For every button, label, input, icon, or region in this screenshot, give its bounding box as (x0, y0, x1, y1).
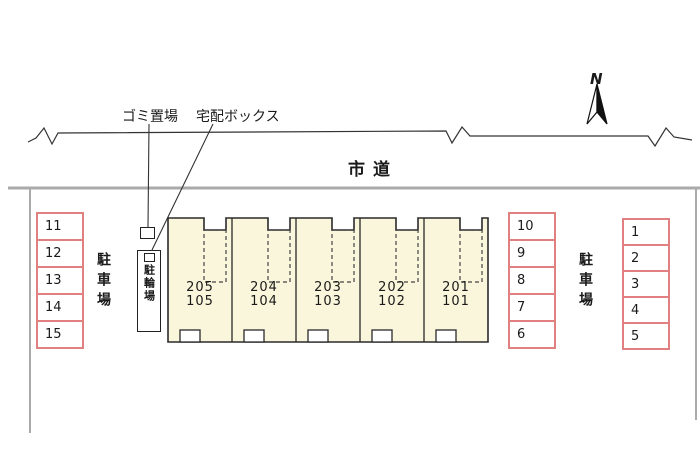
road-label: 市道 (348, 160, 398, 180)
parking-space: 6 (508, 320, 556, 349)
unit-number-upper: 205 (186, 280, 214, 295)
parking-space-number: 6 (517, 327, 526, 342)
parking-space: 8 (508, 266, 556, 295)
parking-space: 12 (36, 239, 84, 268)
parking-space-number: 12 (45, 246, 62, 261)
parking-column-left: 11 12 13 14 15 (36, 212, 84, 349)
parking-column-right: 1 2 3 4 5 (622, 218, 670, 350)
parking-space-number: 2 (631, 250, 640, 266)
building-unit-label: 202 102 (364, 281, 420, 309)
building-unit-label: 205 105 (172, 281, 228, 309)
parking-space-number: 4 (631, 302, 640, 318)
unit-number-lower: 101 (442, 294, 470, 309)
parking-space-number: 7 (517, 300, 526, 315)
unit-number-upper: 201 (442, 280, 470, 295)
parking-right-label: 駐車場 (577, 252, 593, 312)
delivery-box-label: 宅配ボックス (196, 109, 280, 125)
bicycle-parking-label: 駐輪場 (142, 264, 156, 303)
stair-dashed-rect (203, 229, 227, 283)
parking-space: 14 (36, 293, 84, 322)
boundary-zigzag-line (27, 126, 693, 148)
parking-space-number: 13 (45, 273, 62, 288)
parking-space-number: 10 (517, 219, 534, 234)
parking-space: 2 (622, 244, 670, 272)
entrance-rect (435, 329, 457, 343)
unit-number-upper: 204 (250, 280, 278, 295)
parking-space-number: 15 (45, 327, 62, 342)
parking-space: 7 (508, 293, 556, 322)
north-arrow-icon (586, 83, 608, 125)
north-label: N (590, 70, 603, 88)
entrance-rect (307, 329, 329, 343)
parking-space-number: 9 (517, 246, 526, 261)
unit-number-lower: 102 (378, 294, 406, 309)
parking-space-number: 8 (517, 273, 526, 288)
unit-number-upper: 202 (378, 280, 406, 295)
parking-space: 10 (508, 212, 556, 241)
stair-dashed-rect (331, 229, 355, 283)
parking-space: 1 (622, 218, 670, 246)
parking-space: 3 (622, 270, 670, 298)
stair-dashed-rect (459, 229, 483, 283)
garbage-area-box (140, 227, 155, 239)
parking-space: 4 (622, 296, 670, 324)
parking-space-number: 14 (45, 300, 62, 315)
parking-space-number: 11 (45, 219, 62, 234)
bicycle-parking-box: 駐輪場 (137, 250, 161, 332)
parking-space: 9 (508, 239, 556, 268)
parking-space: 11 (36, 212, 84, 241)
parking-left-label: 駐車場 (95, 252, 111, 312)
stair-dashed-rect (395, 229, 419, 283)
entrance-rect (243, 329, 265, 343)
parking-space-number: 5 (631, 328, 640, 344)
entrance-rect (371, 329, 393, 343)
unit-number-upper: 203 (314, 280, 342, 295)
parking-space: 13 (36, 266, 84, 295)
entrance-rect (179, 329, 201, 343)
unit-number-lower: 104 (250, 294, 278, 309)
parking-space: 15 (36, 320, 84, 349)
delivery-box-marker (143, 253, 155, 262)
parking-space-number: 1 (631, 224, 640, 240)
unit-number-lower: 103 (314, 294, 342, 309)
parking-space: 5 (622, 322, 670, 350)
building-unit-label: 204 104 (236, 281, 292, 309)
leader-line-garbage (147, 123, 150, 228)
parking-column-middle-right: 10 9 8 7 6 (508, 212, 556, 349)
stair-dashed-rect (267, 229, 291, 283)
garbage-area-label: ゴミ置場 (122, 109, 178, 125)
leader-line-delivery (151, 123, 214, 251)
unit-number-lower: 105 (186, 294, 214, 309)
building-unit-label: 201 101 (428, 281, 484, 309)
parking-space-number: 3 (631, 276, 640, 292)
building-unit-label: 203 103 (300, 281, 356, 309)
